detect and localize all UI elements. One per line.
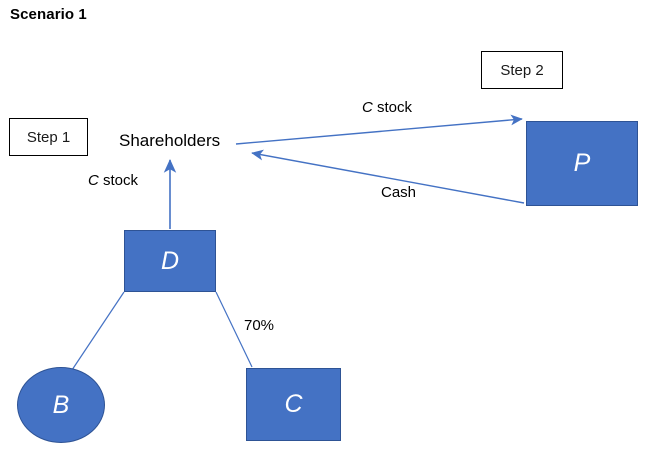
edge-label-c-stock-left-italic: C bbox=[88, 172, 99, 189]
edge-d-to-c bbox=[215, 291, 253, 368]
edge-shareholders-to-p bbox=[235, 114, 523, 145]
edge-label-cash: Cash bbox=[381, 184, 417, 201]
node-d[interactable]: D bbox=[124, 230, 216, 292]
node-c-label: C bbox=[284, 390, 303, 418]
node-shareholders-label: Shareholders bbox=[119, 131, 221, 150]
edge-label-c-stock-top-rest: stock bbox=[372, 99, 413, 116]
node-p-label: P bbox=[573, 149, 591, 177]
step-1-badge[interactable]: Step 1 bbox=[9, 118, 88, 156]
step-2-label: Step 2 bbox=[500, 61, 544, 79]
node-d-label: D bbox=[160, 246, 180, 275]
node-b[interactable]: B bbox=[17, 367, 105, 443]
step-2-badge[interactable]: Step 2 bbox=[481, 51, 563, 89]
node-b-label: B bbox=[52, 390, 70, 419]
edge-label-c-stock-left: C stock bbox=[88, 172, 138, 189]
node-p[interactable]: P bbox=[526, 121, 638, 206]
edge-p-to-shareholders bbox=[251, 149, 525, 204]
page-title: Scenario 1 bbox=[10, 6, 87, 23]
edge-label-ownership-percent: 70% bbox=[244, 317, 275, 334]
edge-label-c-stock-left-rest: stock bbox=[98, 172, 139, 189]
edge-label-c-stock-top: C stock bbox=[362, 99, 412, 116]
edge-d-to-b bbox=[71, 291, 125, 371]
node-c[interactable]: C bbox=[246, 368, 341, 441]
edge-label-c-stock-top-italic: C bbox=[362, 99, 373, 116]
step-1-label: Step 1 bbox=[26, 128, 71, 146]
